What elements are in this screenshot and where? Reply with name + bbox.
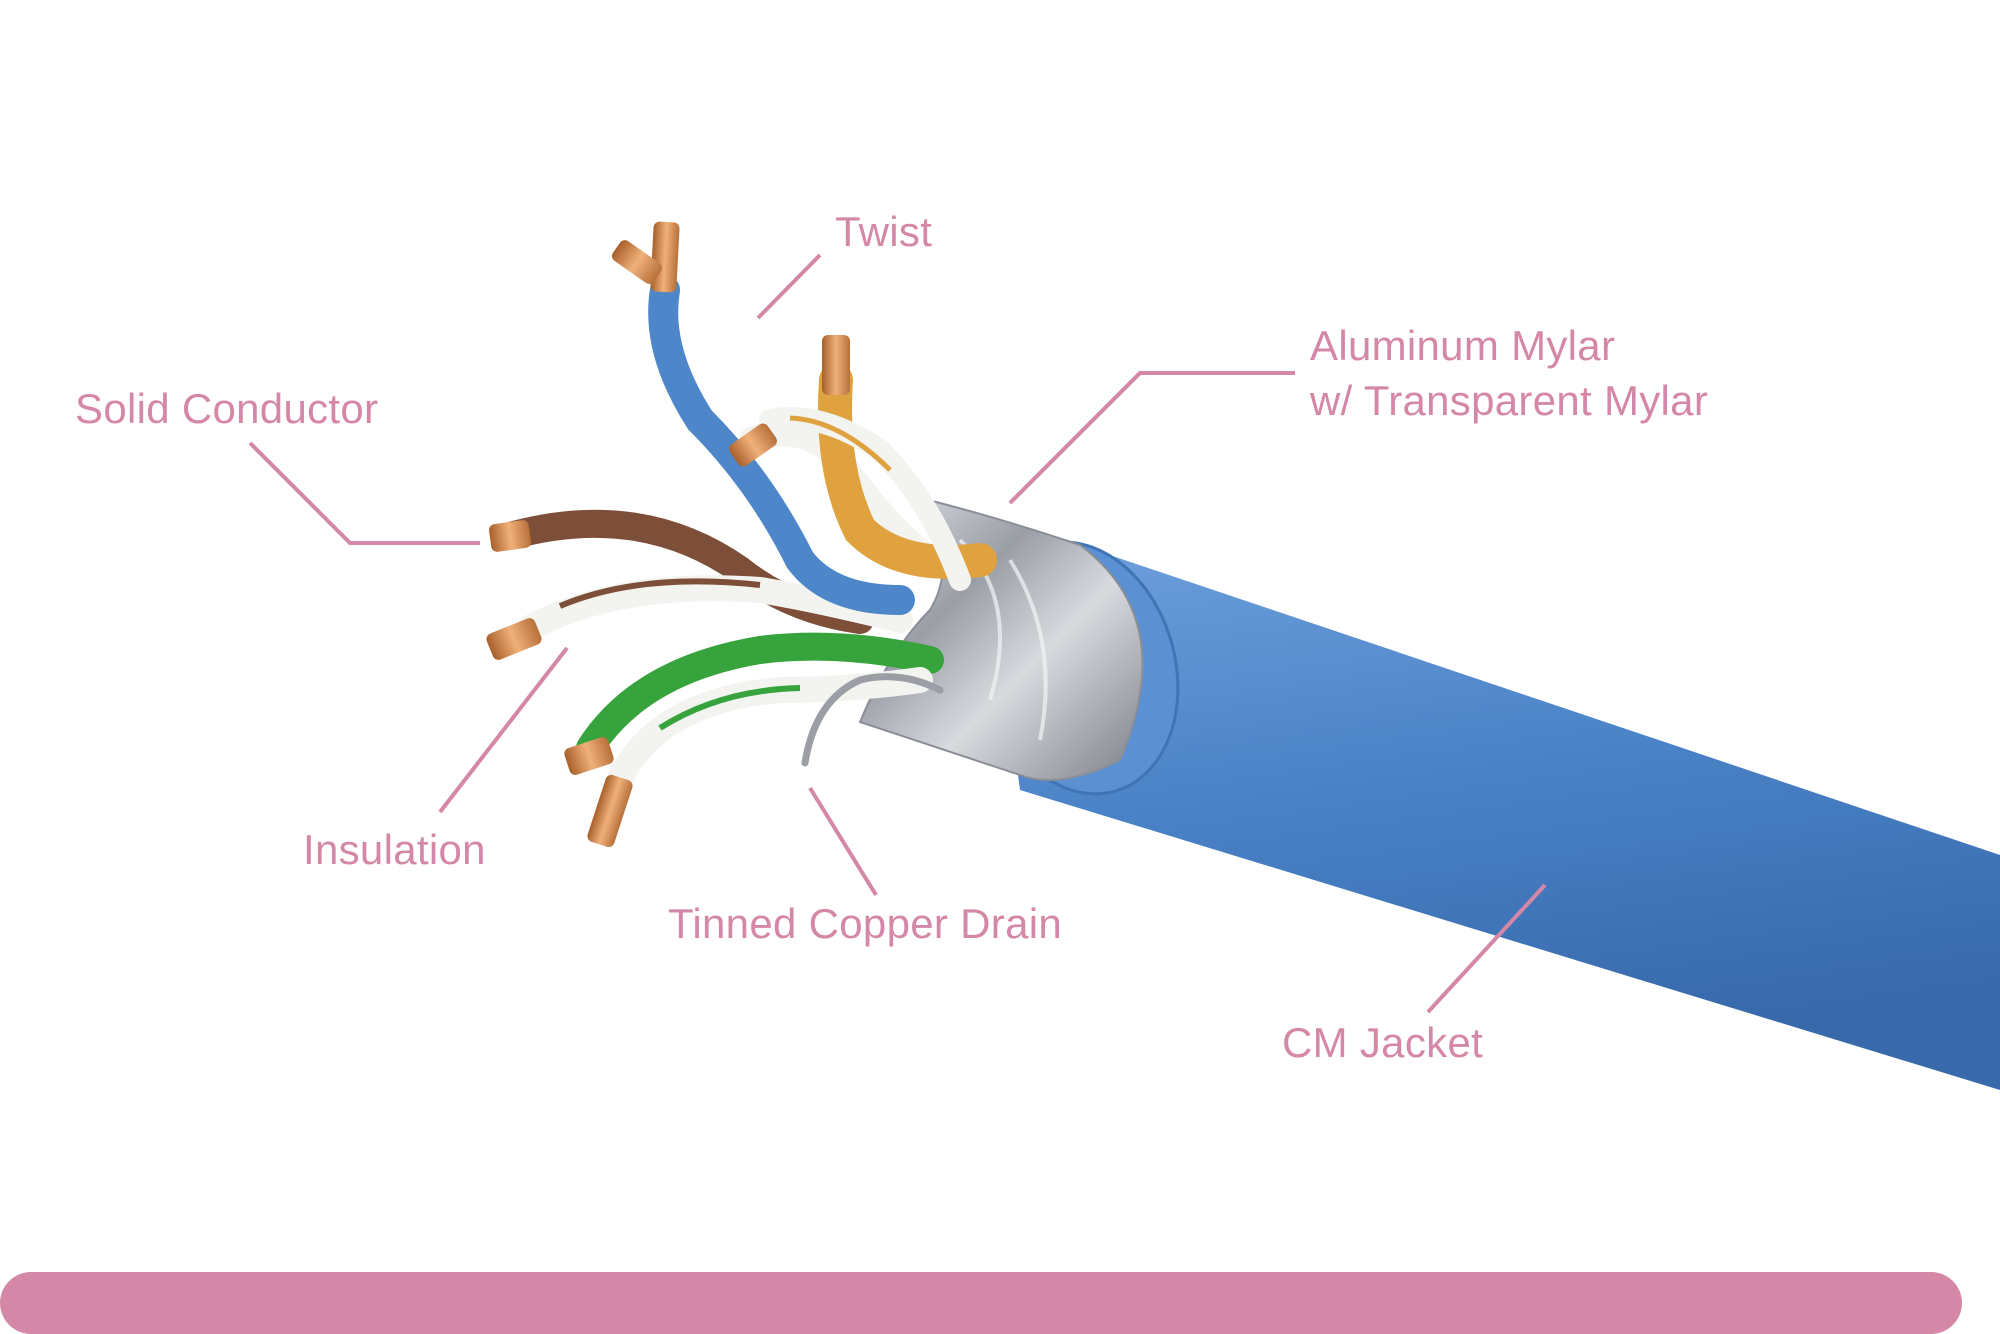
wire-white-orange-stripe [789, 415, 892, 472]
copper-conductor-7 [564, 737, 614, 775]
label-aluminum-mylar-line1: Aluminum Mylar [1310, 322, 1616, 369]
leader-tinned-copper-drain [808, 786, 878, 897]
copper-conductor-2 [611, 240, 663, 284]
label-tinned-copper-drain: Tinned Copper Drain [668, 900, 1063, 947]
leader-aluminum-mylar [1008, 371, 1295, 505]
wire-green [576, 632, 944, 762]
leader-cm-jacket [1426, 883, 1547, 1014]
copper-conductor-4 [729, 423, 777, 467]
copper-conductor-8 [587, 774, 633, 848]
leader-solid-conductor [248, 441, 480, 545]
label-aluminum-mylar-line2: w/ Transparent Mylar [1310, 377, 1709, 424]
label-twist: Twist [835, 208, 933, 255]
copper-conductor-5 [489, 520, 531, 552]
label-solid-conductor: Solid Conductor [75, 385, 379, 432]
label-cm-jacket: CM Jacket [1282, 1019, 1484, 1066]
copper-conductor-1 [650, 221, 680, 293]
label-insulation: Insulation [303, 826, 486, 873]
wire-white-green-stripe [658, 685, 801, 731]
bottom-bar [0, 1272, 1962, 1334]
copper-conductor-3 [822, 335, 850, 395]
wire-blue [648, 275, 915, 615]
leader-insulation [438, 646, 569, 814]
copper-conductor-6 [486, 618, 542, 660]
cm-jacket [1016, 545, 2000, 1090]
wire-white-brown-stripe [558, 578, 761, 609]
leader-twist [756, 253, 822, 320]
leader-lines [248, 253, 1547, 1014]
tinned-copper-drain-wire [801, 673, 944, 767]
